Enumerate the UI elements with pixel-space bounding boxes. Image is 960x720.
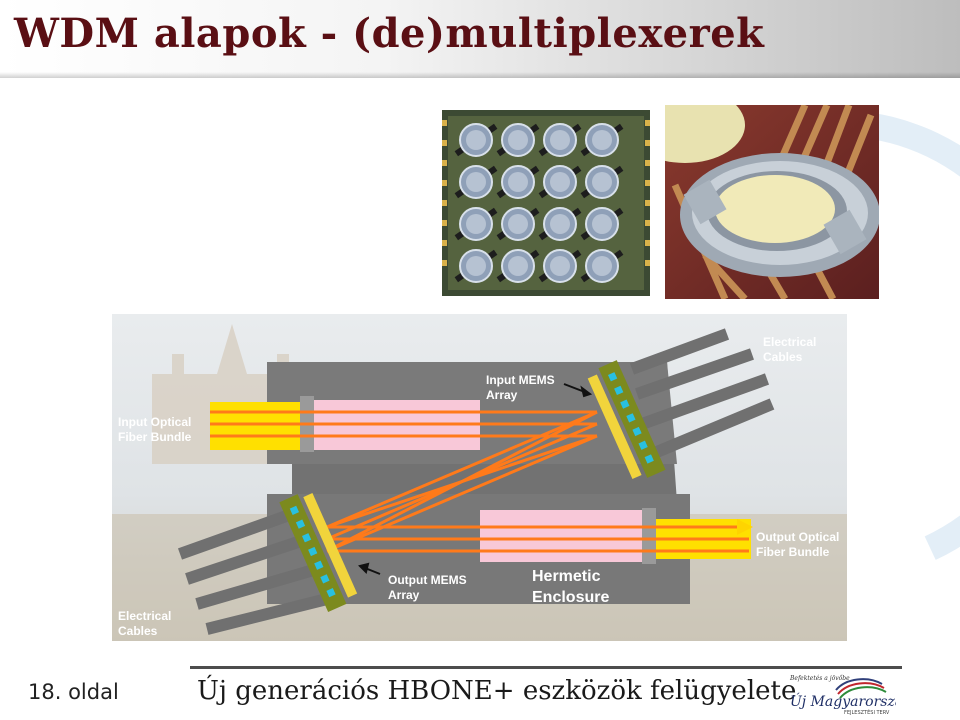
chip-mirror-center <box>550 172 570 192</box>
light-beams <box>326 410 598 553</box>
input-mems-label: Input MEMS Array <box>486 373 558 402</box>
chip-mirror-center <box>508 130 528 150</box>
chip-mirror-center <box>592 214 612 234</box>
input-optical-label: Input Optical Fiber Bundle <box>118 415 195 444</box>
chip-mirror-center <box>592 130 612 150</box>
uj-magyarorszag-logo: Befektetés a jövőbe Új Magyarország FEJL… <box>784 672 912 716</box>
input-fiber-bundle <box>210 402 597 450</box>
svg-text:Befektetés a jövőbe: Befektetés a jövőbe <box>789 675 850 682</box>
chip-mirror-center <box>466 256 486 276</box>
output-lens-block <box>480 510 645 562</box>
electrical-cables-bottom <box>177 508 329 635</box>
mems-mirror-photo <box>665 105 879 299</box>
chip-mirror-center <box>550 256 570 276</box>
flag-stripe-icon <box>835 678 883 691</box>
input-mems-array <box>587 360 666 480</box>
footer-text: Új generációs HBONE+ eszközök felügyelet… <box>197 676 797 706</box>
output-fiber-bundle <box>327 519 751 559</box>
output-mems-array <box>279 493 358 612</box>
output-optical-label: Output Optical Fiber Bundle <box>756 530 843 559</box>
electrical-cables-top-label: Electrical Cables <box>763 335 820 364</box>
svg-text:Új Magyarország: Új Magyarország <box>790 692 896 710</box>
chip-mirror-center <box>508 214 528 234</box>
chip-mirror-center <box>466 172 486 192</box>
title-bar: WDM alapok - (de)multiplexerek <box>0 0 960 78</box>
footer-divider <box>190 666 902 669</box>
optical-switch-diagram: Input Optical Fiber Bundle Output Optica… <box>112 314 847 641</box>
electrical-cables-top <box>629 328 775 460</box>
chip-mirror-center <box>550 214 570 234</box>
svg-text:FEJLESZTÉSI TERV: FEJLESZTÉSI TERV <box>844 708 890 716</box>
mems-chip-photo <box>442 110 650 296</box>
chip-mirror-center <box>592 256 612 276</box>
slide-title: WDM alapok - (de)multiplexerek <box>14 10 765 57</box>
chip-mirror-center <box>508 172 528 192</box>
hermetic-enclosure-label: Hermetic Enclosure <box>532 568 609 606</box>
output-mems-label: Output MEMS Array <box>388 573 470 602</box>
chip-mirror-center <box>592 172 612 192</box>
page-number: 18. oldal <box>28 680 119 704</box>
chip-mirror-center <box>466 130 486 150</box>
chip-mirror-center <box>466 214 486 234</box>
electrical-cables-bottom-label: Electrical Cables <box>118 609 175 638</box>
chip-mirror-center <box>508 256 528 276</box>
chip-mirror-center <box>550 130 570 150</box>
